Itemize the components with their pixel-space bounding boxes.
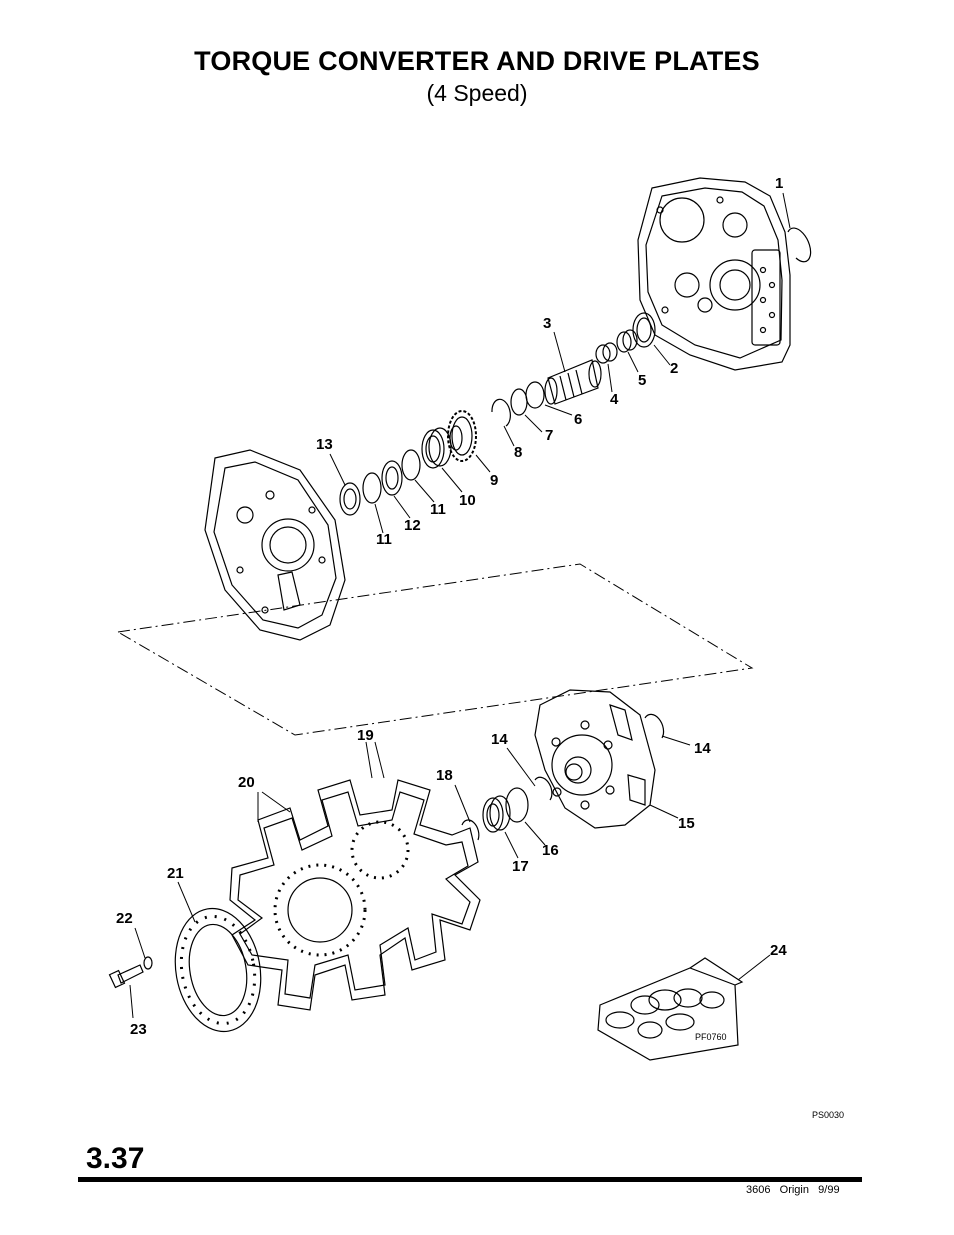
callout-11-lower: 11	[376, 531, 392, 548]
footer-doc-info: 3606 Origin 9/99	[746, 1184, 840, 1196]
bolt-23	[108, 964, 144, 989]
footer-rule	[78, 1177, 862, 1182]
ring-6	[525, 381, 545, 409]
bearing-17	[482, 797, 504, 833]
callout-14-right: 14	[694, 740, 711, 757]
callout-14-left: 14	[491, 731, 508, 748]
transmission-housing	[637, 177, 791, 371]
snap-ring-14-left	[534, 776, 553, 801]
washer-22	[143, 956, 153, 970]
callout-15: 15	[678, 815, 695, 832]
page-number: 3.37	[86, 1142, 145, 1175]
callout-7: 7	[545, 427, 553, 444]
gear-9	[447, 410, 477, 462]
callout-5: 5	[638, 372, 646, 389]
snap-ring-1	[787, 227, 812, 263]
callout-21: 21	[167, 865, 184, 882]
snap-ring-8	[491, 398, 511, 427]
callout-3: 3	[543, 315, 551, 332]
seal-13	[339, 482, 361, 516]
bearing-10	[421, 429, 445, 469]
bushing-4	[595, 344, 611, 364]
converter-housing	[204, 449, 346, 641]
ring-7	[510, 388, 528, 416]
callout-8: 8	[514, 444, 522, 461]
callout-6: 6	[574, 411, 582, 428]
callout-10: 10	[459, 492, 476, 509]
flex-plate-21	[174, 907, 262, 1033]
drive-plates-19-20	[229, 779, 481, 1011]
callout-23: 23	[130, 1021, 147, 1038]
pump-body-15	[534, 689, 656, 829]
callout-17: 17	[512, 858, 529, 875]
callout-11-upper: 11	[430, 501, 446, 518]
page-subtitle: (4 Speed)	[426, 80, 528, 106]
alignment-boundary	[116, 563, 754, 736]
callout-4: 4	[610, 391, 619, 408]
callout-19: 19	[357, 727, 374, 744]
page-figure-code: PS0030	[812, 1110, 845, 1120]
callout-13: 13	[316, 436, 333, 453]
callout-12: 12	[404, 517, 421, 534]
callout-2: 2	[670, 360, 678, 377]
page-title: TORQUE CONVERTER AND DRIVE PLATES	[194, 46, 760, 76]
thrust-washer-2	[632, 312, 656, 348]
callout-9: 9	[490, 472, 498, 489]
snap-ring-18	[461, 819, 480, 841]
callout-18: 18	[436, 767, 453, 784]
callout-20: 20	[238, 774, 255, 791]
snap-ring-14-right	[644, 713, 665, 739]
ring-16	[505, 787, 529, 823]
needle-bearing-5	[616, 331, 632, 353]
input-shaft-3	[544, 359, 602, 405]
callout-24: 24	[770, 942, 787, 959]
leader-lines	[129, 192, 791, 1019]
callout-22: 22	[116, 910, 133, 927]
callout-16: 16	[542, 842, 559, 859]
ring-11-upper	[401, 449, 421, 481]
callout-1: 1	[775, 175, 783, 192]
kit-figure-code: PF0760	[695, 1032, 727, 1042]
bearing-12	[381, 460, 403, 496]
seal-kit-bag-24	[597, 957, 744, 1061]
ring-11-lower	[362, 472, 382, 504]
